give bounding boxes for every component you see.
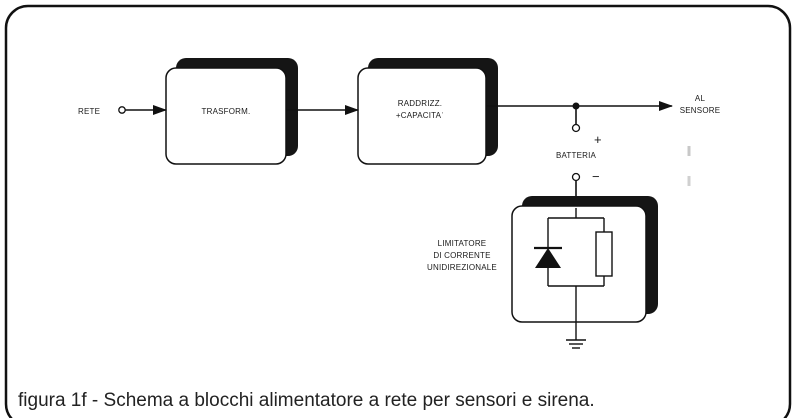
rete-terminal [118,106,126,114]
outer-frame [4,4,792,418]
block-limitatore [511,196,658,323]
limitatore-label-1: LIMITATORE [438,239,487,248]
diode-icon [534,232,562,270]
block-trasform-label: TRASFORM. [202,107,251,116]
battery-plus-terminal [571,123,581,133]
ground-icon [566,322,586,349]
rete-label: RETE [78,107,100,116]
limitatore-label-2: DI CORRENTE [433,251,490,260]
plus-sign: + [594,132,602,147]
block-trasform: TRASFORM. [165,58,298,165]
minus-sign: − [592,169,600,184]
resistor-icon [595,231,613,277]
sensore-label: SENSORE [680,106,721,115]
block-raddrizz: RADDRIZZ. +CAPACITAˈ [357,58,498,165]
batteria-label: BATTERIA [556,151,597,160]
battery-minus-terminal [571,172,581,182]
block-raddrizz-label-2: +CAPACITAˈ [396,111,444,120]
al-label: AL [695,94,706,103]
limitatore-label-3: UNIDIREZIONALE [427,263,497,272]
figure-caption: figura 1f - Schema a blocchi alimentator… [18,390,595,411]
block-raddrizz-label-1: RADDRIZZ. [398,99,442,108]
